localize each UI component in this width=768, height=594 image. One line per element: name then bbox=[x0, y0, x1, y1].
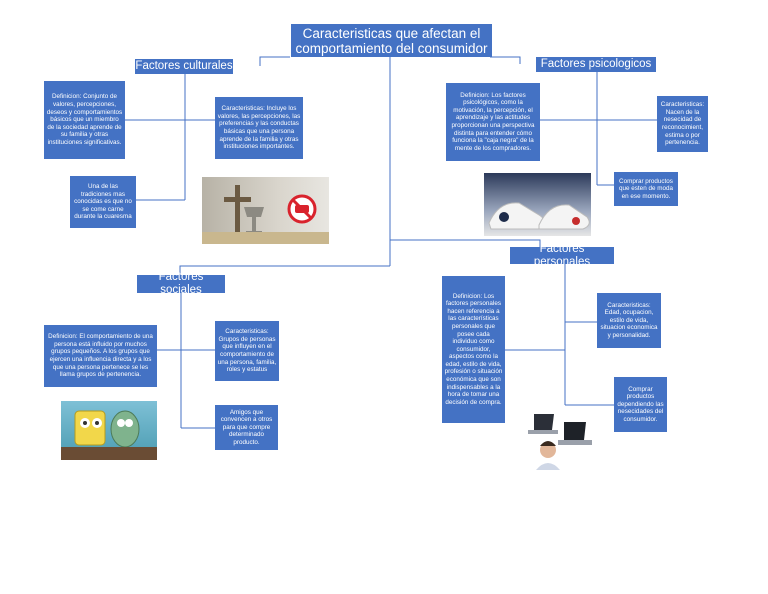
cartoon-friends-image bbox=[61, 401, 157, 460]
culturales-heading: Factores culturales bbox=[135, 59, 233, 74]
sociales-heading: Factores sociales bbox=[137, 271, 225, 296]
personales-ejemplo-text: Comprar productos dependiendo las neseci… bbox=[617, 385, 664, 423]
psicologicos-definicion-text: Definicion: Los factores psicológicos, c… bbox=[451, 91, 535, 152]
laptop-woman-image bbox=[520, 410, 598, 470]
psicologicos-caracteristicas-text: Caracteristicas: Nacen de la nesecidad d… bbox=[660, 101, 705, 147]
personales-caracteristicas-text: Caracteristicas: Edad, ocupacion, estilo… bbox=[600, 301, 658, 339]
sociales-definicion-text: Definicion: El comportamiento de una per… bbox=[48, 333, 153, 379]
diagram-title-text: Caracteristicas que afectan el comportam… bbox=[295, 25, 488, 56]
personales-definicion: Definicion: Los factores personales hace… bbox=[442, 276, 505, 423]
diagram-title: Caracteristicas que afectan el comportam… bbox=[291, 24, 492, 57]
culturales-definicion: Definicion: Conjunto de valores, percepc… bbox=[44, 81, 125, 159]
culturales-ejemplo-text: Una de las tradiciones mas conocidas es … bbox=[74, 183, 132, 221]
personales-caracteristicas: Caracteristicas: Edad, ocupacion, estilo… bbox=[597, 293, 661, 348]
sociales-caracteristicas-text: Caracteristicas: Grupos de personas que … bbox=[217, 328, 277, 374]
culturales-caracteristicas: Caracteristicas: Incluye los valores, la… bbox=[215, 97, 303, 159]
culturales-ejemplo: Una de las tradiciones mas conocidas es … bbox=[70, 176, 136, 228]
personales-definicion-text: Definicion: Los factores personales hace… bbox=[444, 292, 503, 406]
psicologicos-definicion: Definicion: Los factores psicológicos, c… bbox=[446, 83, 540, 161]
sociales-caracteristicas: Caracteristicas: Grupos de personas que … bbox=[215, 321, 279, 381]
sociales-heading-text: Factores sociales bbox=[158, 271, 204, 296]
culturales-heading-text: Factores culturales bbox=[135, 60, 233, 72]
psicologicos-ejemplo: Comprar productos que esten de moda en e… bbox=[614, 172, 678, 206]
sneakers-image bbox=[484, 173, 591, 236]
sociales-ejemplo: Amigos que convencen a otros para que co… bbox=[215, 405, 278, 450]
psicologicos-ejemplo-text: Comprar productos que esten de moda en e… bbox=[619, 177, 673, 200]
culturales-caracteristicas-text: Caracteristicas: Incluye los valores, la… bbox=[217, 105, 301, 151]
personales-heading-text: Factores personales bbox=[533, 242, 591, 268]
cross-chalice-image bbox=[202, 177, 329, 244]
culturales-definicion-text: Definicion: Conjunto de valores, percepc… bbox=[46, 93, 123, 146]
personales-heading: Factores personales bbox=[510, 243, 614, 268]
psicologicos-heading: Factores psicologicos bbox=[536, 57, 656, 72]
sociales-ejemplo-text: Amigos que convencen a otros para que co… bbox=[220, 408, 273, 446]
psicologicos-caracteristicas: Caracteristicas: Nacen de la nesecidad d… bbox=[657, 96, 708, 152]
sociales-definicion: Definicion: El comportamiento de una per… bbox=[44, 325, 157, 387]
psicologicos-heading-text: Factores psicologicos bbox=[540, 58, 652, 70]
personales-ejemplo: Comprar productos dependiendo las neseci… bbox=[614, 377, 667, 432]
